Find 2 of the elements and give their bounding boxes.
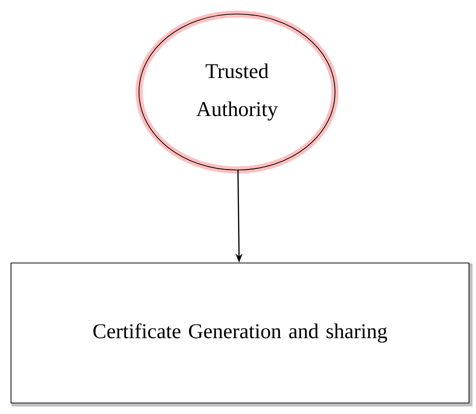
ellipse-node: Trusted Authority [136, 10, 338, 174]
process-box: Certificate Generation and sharing [10, 262, 472, 406]
